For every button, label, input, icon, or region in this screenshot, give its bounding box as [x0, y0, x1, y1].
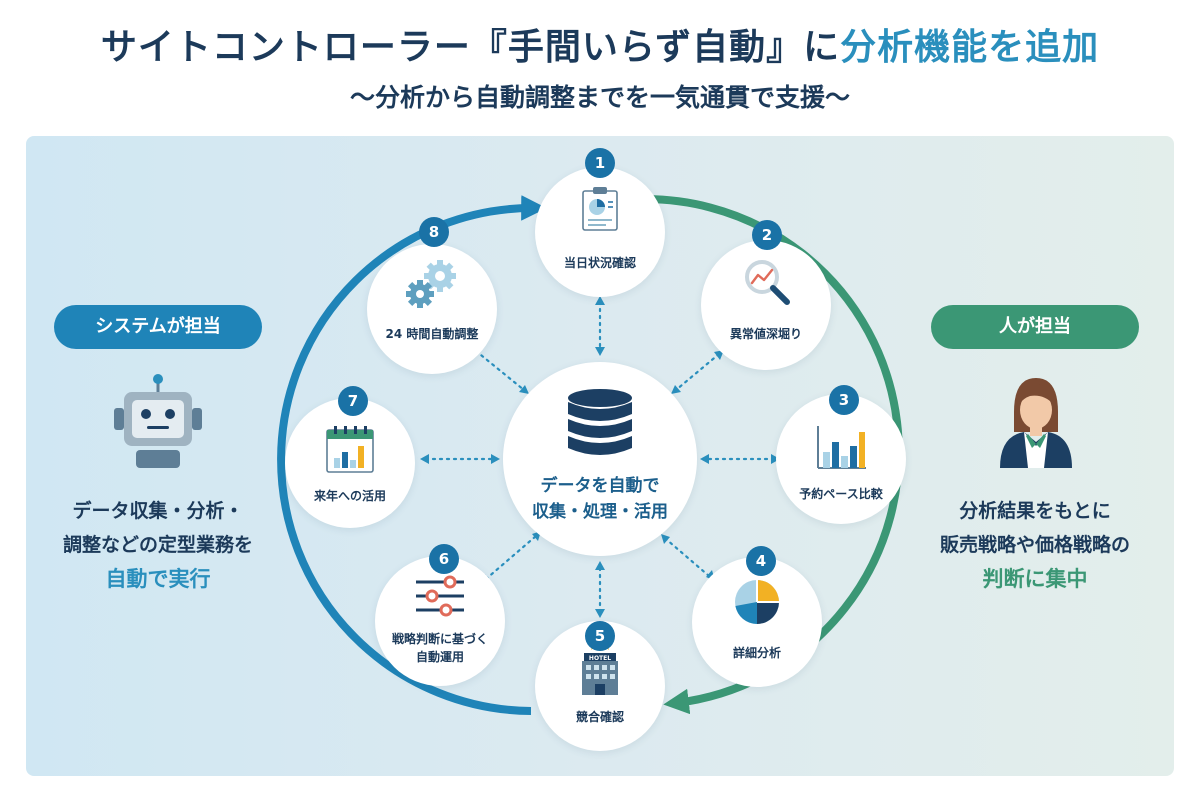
title-highlight: 分析機能を追加: [840, 27, 1100, 68]
step-3-badge: 3: [829, 385, 859, 415]
step-4-badge: 4: [746, 546, 776, 576]
page-subtitle: 〜分析から自動調整までを一気通貫で支援〜: [349, 83, 850, 112]
step-6-node: 戦略判断に基づく 自動運用: [375, 556, 505, 686]
bar-chart-icon: [817, 426, 866, 469]
step-1-badge: 1: [585, 148, 615, 178]
step-1-label: 当日状況確認: [563, 256, 636, 270]
step-4-node: 詳細分析: [692, 557, 822, 687]
center-hub: データを自動で 収集・処理・活用: [503, 362, 697, 556]
hotel-sign-text: HOTEL: [589, 655, 611, 662]
step-3-label: 予約ペース比較: [799, 487, 883, 501]
human-role-pill: 人が担当: [931, 305, 1139, 349]
step-5-label: 競合確認: [575, 710, 624, 724]
step-4-label: 詳細分析: [732, 646, 781, 660]
page-title: サイトコントローラー『手間いらず自動』に分析機能を追加: [0, 18, 1200, 70]
system-line-2: 調整などの定型業務を: [62, 534, 253, 556]
step-7-node: 来年への活用: [285, 398, 415, 528]
human-description: 分析結果をもとに 販売戦略や価格戦略の 判断に集中: [911, 494, 1159, 596]
step-6-label-2: 自動運用: [415, 650, 464, 664]
human-line-3: 判断に集中: [982, 567, 1088, 591]
step-7-badge: 7: [338, 386, 368, 416]
step-6-badge: 6: [429, 544, 459, 574]
hotel-icon: ★★★ HOTEL: [582, 643, 618, 695]
system-role-pill: システムが担当: [54, 305, 262, 349]
step-2-badge: 2: [752, 220, 782, 250]
step-8-node: 24 時間自動調整: [367, 244, 497, 374]
step-8-badge: 8: [419, 217, 449, 247]
pie-chart-icon: [735, 580, 779, 624]
magnifier-chart-icon: [745, 260, 790, 305]
step-6-label: 戦略判断に基づく: [391, 632, 488, 646]
step-7-label: 来年への活用: [313, 489, 386, 503]
robot-icon: [114, 374, 202, 468]
center-label-1: データを自動で: [540, 476, 660, 496]
human-line-2: 販売戦略や価格戦略の: [939, 534, 1130, 556]
step-2-node: 異常値深堀り: [701, 240, 831, 370]
diagram-panel: データを自動で 収集・処理・活用 当日状況確認 1 異常値深堀り 2: [26, 136, 1174, 776]
gears-icon: [406, 260, 456, 308]
sliders-icon: [416, 575, 464, 617]
human-line-1: 分析結果をもとに: [959, 500, 1111, 522]
spoke-lines: [424, 300, 776, 614]
person-icon: [1000, 378, 1072, 468]
system-description: データ収集・分析・ 調整などの定型業務を 自動で実行: [34, 494, 282, 596]
step-5-badge: 5: [585, 621, 615, 651]
step-2-label: 異常値深堀り: [729, 327, 802, 341]
system-line-1: データ収集・分析・: [72, 500, 244, 522]
step-1-node: 当日状況確認: [535, 167, 665, 297]
calendar-chart-icon: [326, 426, 374, 473]
report-icon: [582, 187, 618, 231]
blue-arc-arrow: [277, 195, 547, 715]
step-3-node: 予約ペース比較: [776, 394, 906, 524]
system-line-3: 自動で実行: [105, 567, 211, 591]
title-main: サイトコントローラー『手間いらず自動』に: [100, 27, 841, 68]
database-icon: [568, 389, 632, 455]
center-label-2: 収集・処理・活用: [532, 502, 668, 522]
step-8-label: 24 時間自動調整: [385, 327, 479, 341]
